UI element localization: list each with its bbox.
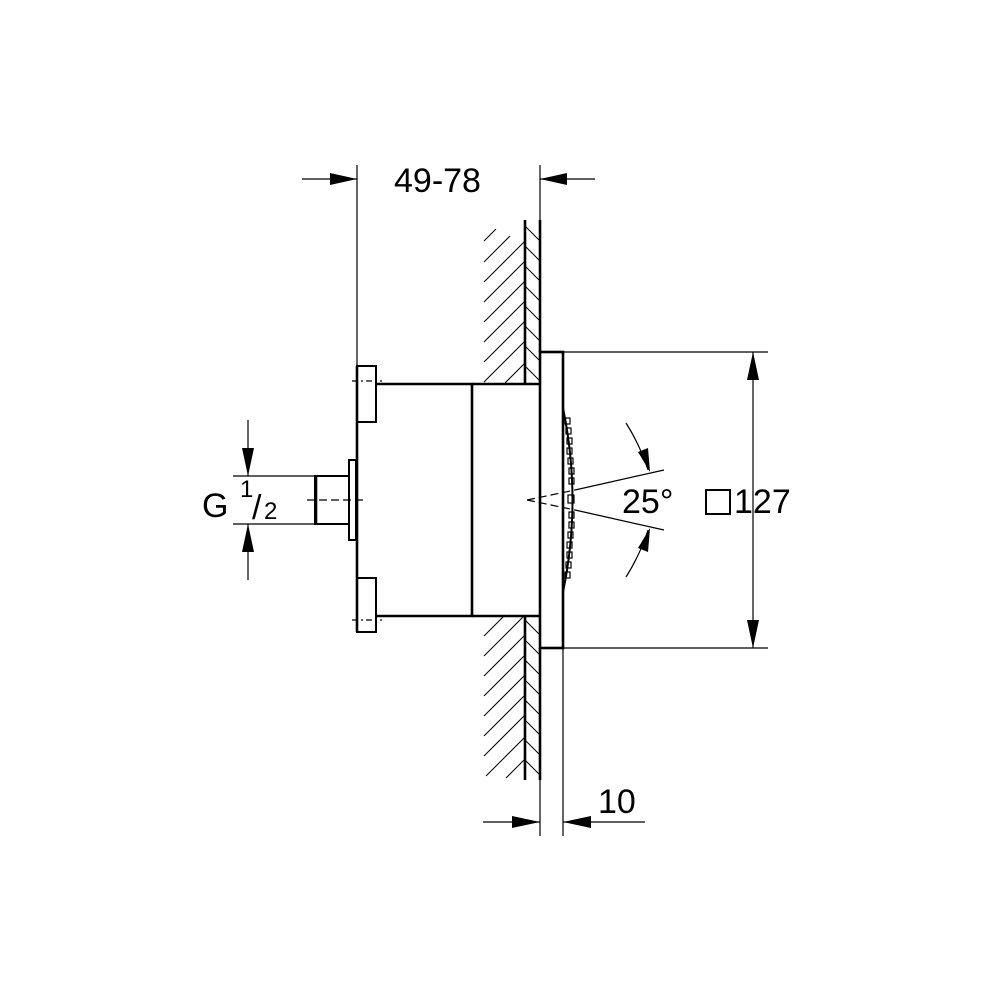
inlet-connection [307, 459, 365, 541]
arrow-angle-bottom-icon [638, 528, 650, 552]
face-plate-body [538, 350, 565, 650]
label-plate-thickness: 10 [598, 783, 636, 821]
concealed-body [352, 365, 540, 633]
dimension-plate-thickness: 10 [483, 648, 645, 836]
arrow-right-icon [512, 816, 540, 828]
face-plate [538, 350, 768, 650]
dimension-face-plate-size: 127 [705, 352, 791, 648]
wall-section-lower [483, 614, 542, 780]
dimension-connection-thread: G 1 / 2 [202, 420, 315, 580]
arrow-left-icon [540, 173, 567, 185]
label-installation-depth: 49-78 [394, 162, 481, 200]
arrow-left-icon [563, 816, 591, 828]
square-symbol-icon [705, 489, 731, 515]
label-thread-numerator: 1 [240, 476, 253, 503]
dimension-installation-depth: 49-78 [302, 162, 595, 380]
arrow-up-icon [747, 352, 759, 380]
label-thread-slash: / [252, 489, 262, 527]
label-spray-angle: 25° [622, 483, 673, 521]
arrow-down-icon [747, 620, 759, 648]
mounting-lug-bottom [356, 577, 377, 633]
mounting-lug-top [356, 365, 377, 423]
arrow-right-icon [330, 173, 357, 185]
label-face-plate-size: 127 [734, 483, 791, 521]
dimension-spray-angle: 25° [526, 422, 673, 578]
arrow-up-icon [242, 524, 254, 552]
spray-nozzles [564, 417, 575, 579]
wall-section-upper [483, 220, 542, 384]
arrow-down-icon [242, 448, 254, 476]
arrow-angle-top-icon [638, 448, 650, 472]
label-thread-denominator: 2 [264, 498, 277, 525]
label-thread-prefix: G [202, 487, 228, 525]
spray-face-dome [562, 407, 574, 593]
